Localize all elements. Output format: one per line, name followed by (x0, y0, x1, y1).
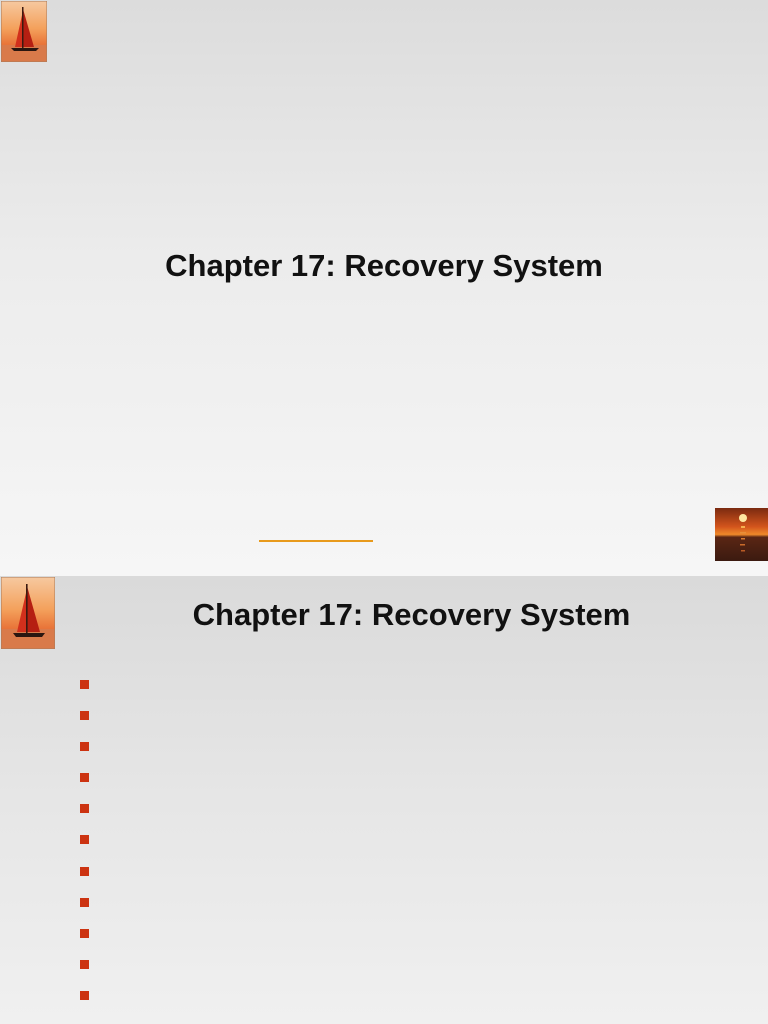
slide-title: Chapter 17: Recovery System (192, 597, 631, 632)
outline-slide: Chapter 17: Recovery System (0, 576, 768, 1024)
footer-underline (259, 540, 373, 542)
bullet-square-icon (80, 773, 89, 783)
title-slide: Chapter 17: Recovery System (0, 0, 768, 576)
bullet-square-icon (80, 866, 89, 876)
sailboat-icon (1, 1, 47, 62)
bullet-square-icon (80, 990, 89, 1000)
bullet-square-icon (80, 742, 89, 752)
bullet-square-icon (80, 959, 89, 969)
sailboat-icon (1, 577, 55, 649)
bullet-square-icon (80, 804, 89, 814)
bullet-square-icon (80, 897, 89, 907)
bullet-square-icon (80, 680, 89, 689)
bullet-square-icon (80, 928, 89, 938)
bullet-square-icon (80, 711, 89, 721)
slide-title: Chapter 17: Recovery System (165, 248, 603, 283)
bullet-square-icon (80, 835, 89, 845)
sunset-icon (715, 508, 768, 561)
